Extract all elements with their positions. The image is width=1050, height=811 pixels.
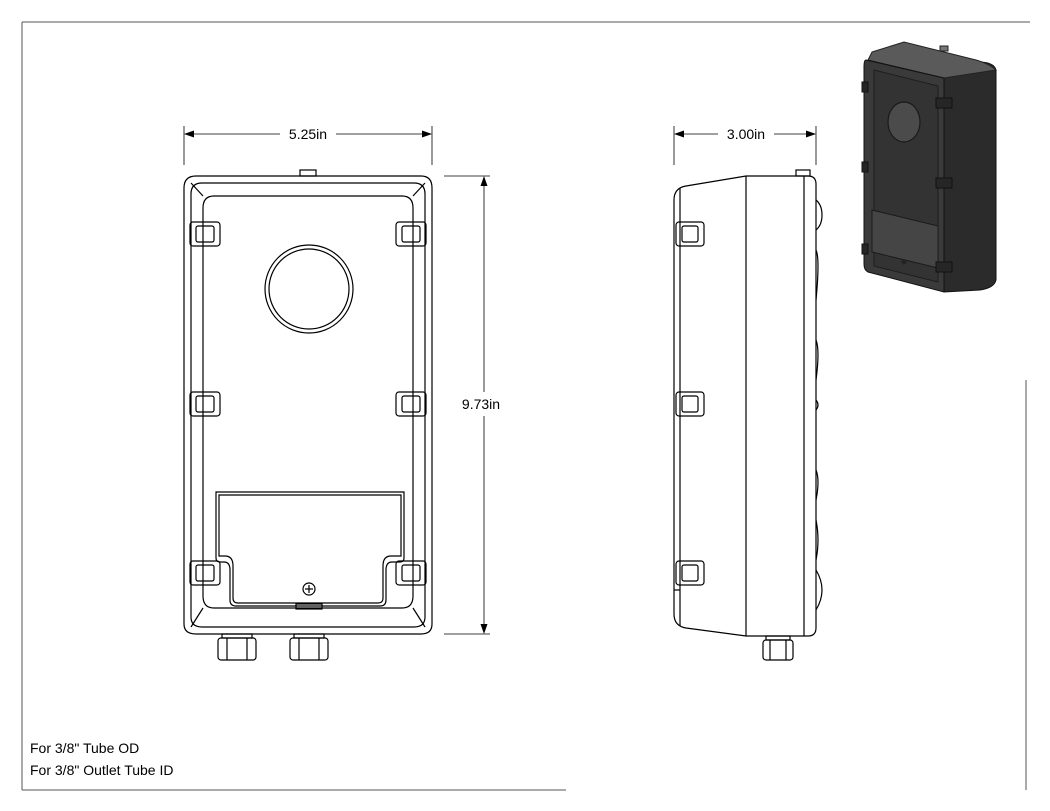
width-dimension bbox=[183, 126, 433, 165]
drawing-frame bbox=[21, 21, 1030, 791]
mounting-clips-right bbox=[395, 221, 427, 586]
depth-dimension bbox=[673, 126, 817, 165]
mounting-clips-left bbox=[189, 221, 221, 586]
tube-fitting-right bbox=[289, 633, 329, 661]
front-view bbox=[183, 169, 433, 661]
display-window bbox=[264, 244, 354, 334]
access-cover bbox=[215, 491, 405, 607]
side-view bbox=[673, 169, 823, 661]
width-label: 5.25in bbox=[289, 126, 327, 142]
note-outlet-tube-id: For 3/8" Outlet Tube ID bbox=[30, 762, 174, 778]
side-clips bbox=[675, 221, 705, 586]
height-label: 9.73in bbox=[462, 396, 500, 412]
depth-label: 3.00in bbox=[727, 126, 765, 142]
note-tube-od: For 3/8" Tube OD bbox=[30, 740, 140, 756]
cover-screw bbox=[302, 582, 316, 596]
isometric-render bbox=[861, 41, 998, 293]
tube-fitting-left bbox=[217, 633, 257, 661]
side-tube-fitting bbox=[762, 635, 794, 661]
height-dimension bbox=[444, 175, 490, 635]
